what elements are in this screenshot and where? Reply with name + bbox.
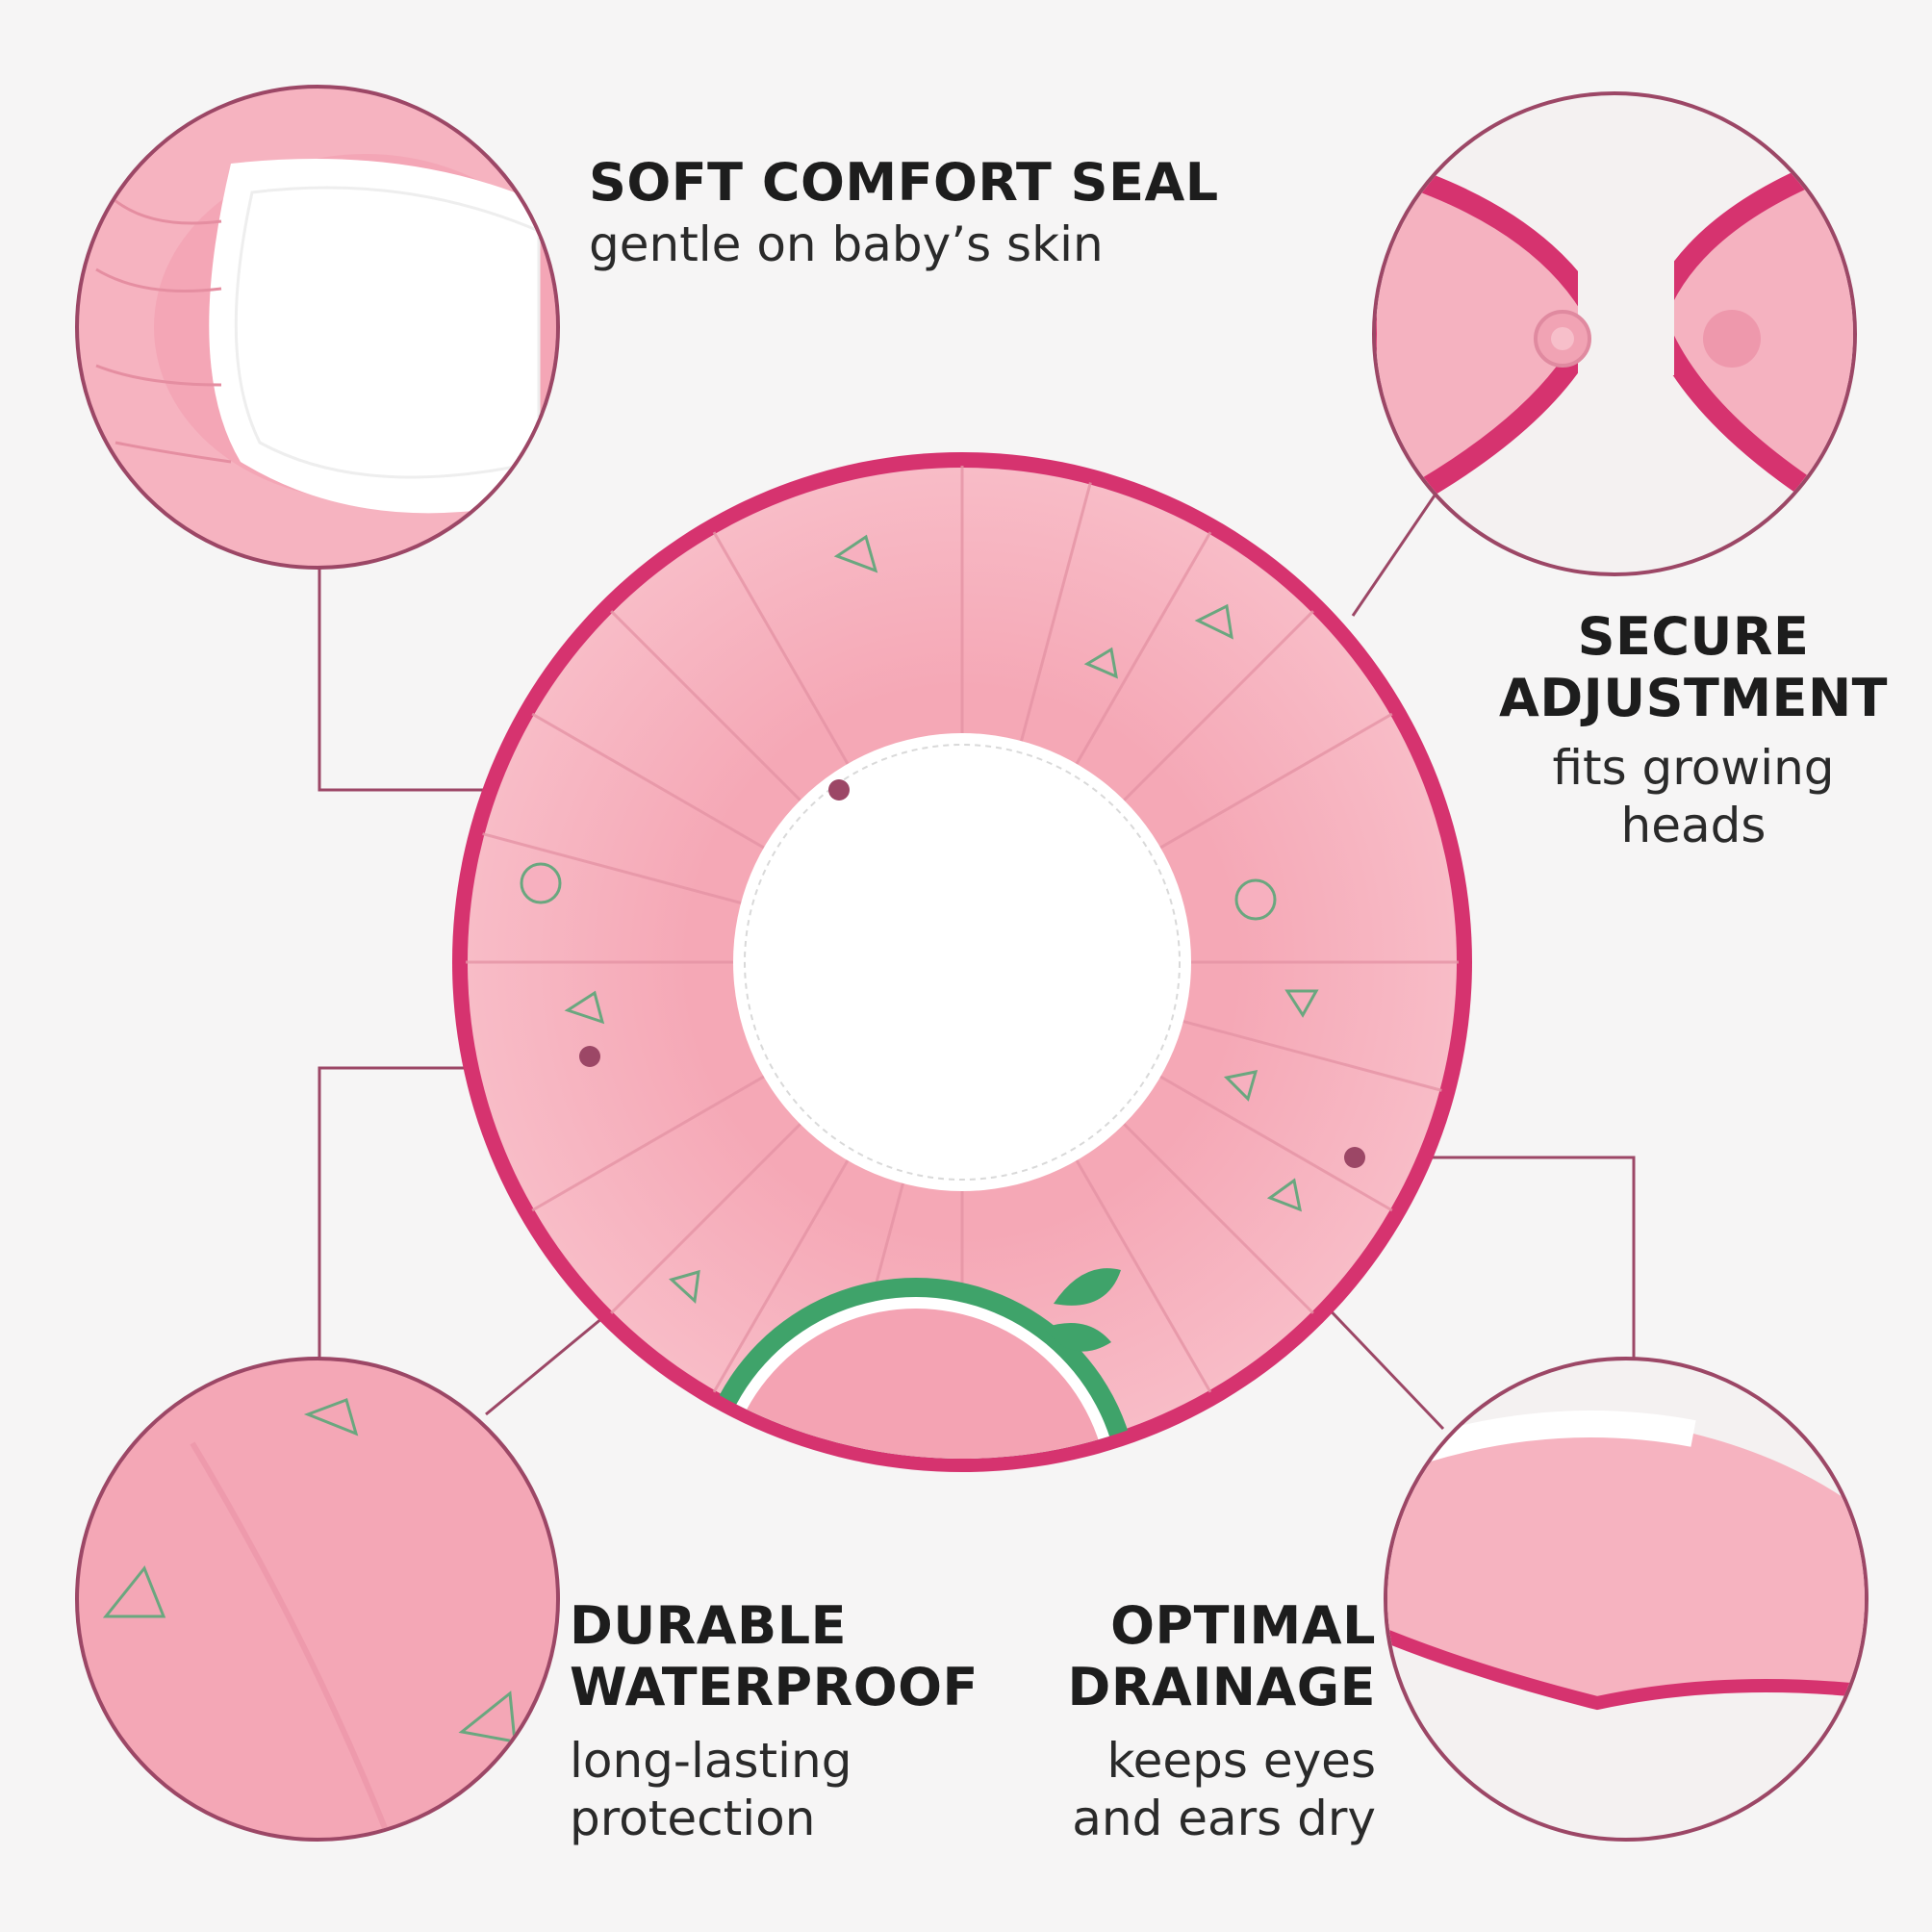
feature-title: SECURE ADJUSTMENT (1499, 606, 1888, 728)
callout-dots (579, 779, 1365, 1168)
snap-button-icon (1534, 310, 1761, 368)
feature-secure-adjustment: SECURE ADJUSTMENT fits growing heads (1482, 606, 1905, 854)
feature-soft-comfort-seal: SOFT COMFORT SEAL gentle on baby’s skin (589, 152, 1219, 273)
feature-subtitle: fits growing heads (1552, 740, 1835, 853)
comfort-seal-ring (733, 733, 1191, 1191)
zoom-circle-drainage (1384, 1357, 1868, 1842)
feature-title: OPTIMAL DRAINAGE (1067, 1595, 1376, 1717)
bath-visor-main (452, 452, 1472, 1472)
feature-title: SOFT COMFORT SEAL (589, 152, 1219, 213)
feature-optimal-drainage: OPTIMAL DRAINAGE keeps eyes and ears dry (1049, 1595, 1377, 1847)
zoom-circle-seal (75, 85, 560, 570)
zoom-circle-waterproof (75, 1357, 560, 1842)
feature-durable-waterproof: DURABLE WATERPROOF long-lasting protecti… (570, 1595, 979, 1847)
watermelon-pattern (520, 534, 1319, 1305)
feature-subtitle: gentle on baby’s skin (589, 216, 1104, 272)
watermelon-slice-icon (693, 1278, 1139, 1459)
zoom-circle-adjustment (1372, 91, 1857, 576)
feature-subtitle: long-lasting protection (570, 1733, 852, 1846)
feature-title: DURABLE WATERPROOF (570, 1595, 979, 1717)
feature-subtitle: keeps eyes and ears dry (1072, 1733, 1376, 1846)
leaf-icon (1044, 1268, 1121, 1352)
